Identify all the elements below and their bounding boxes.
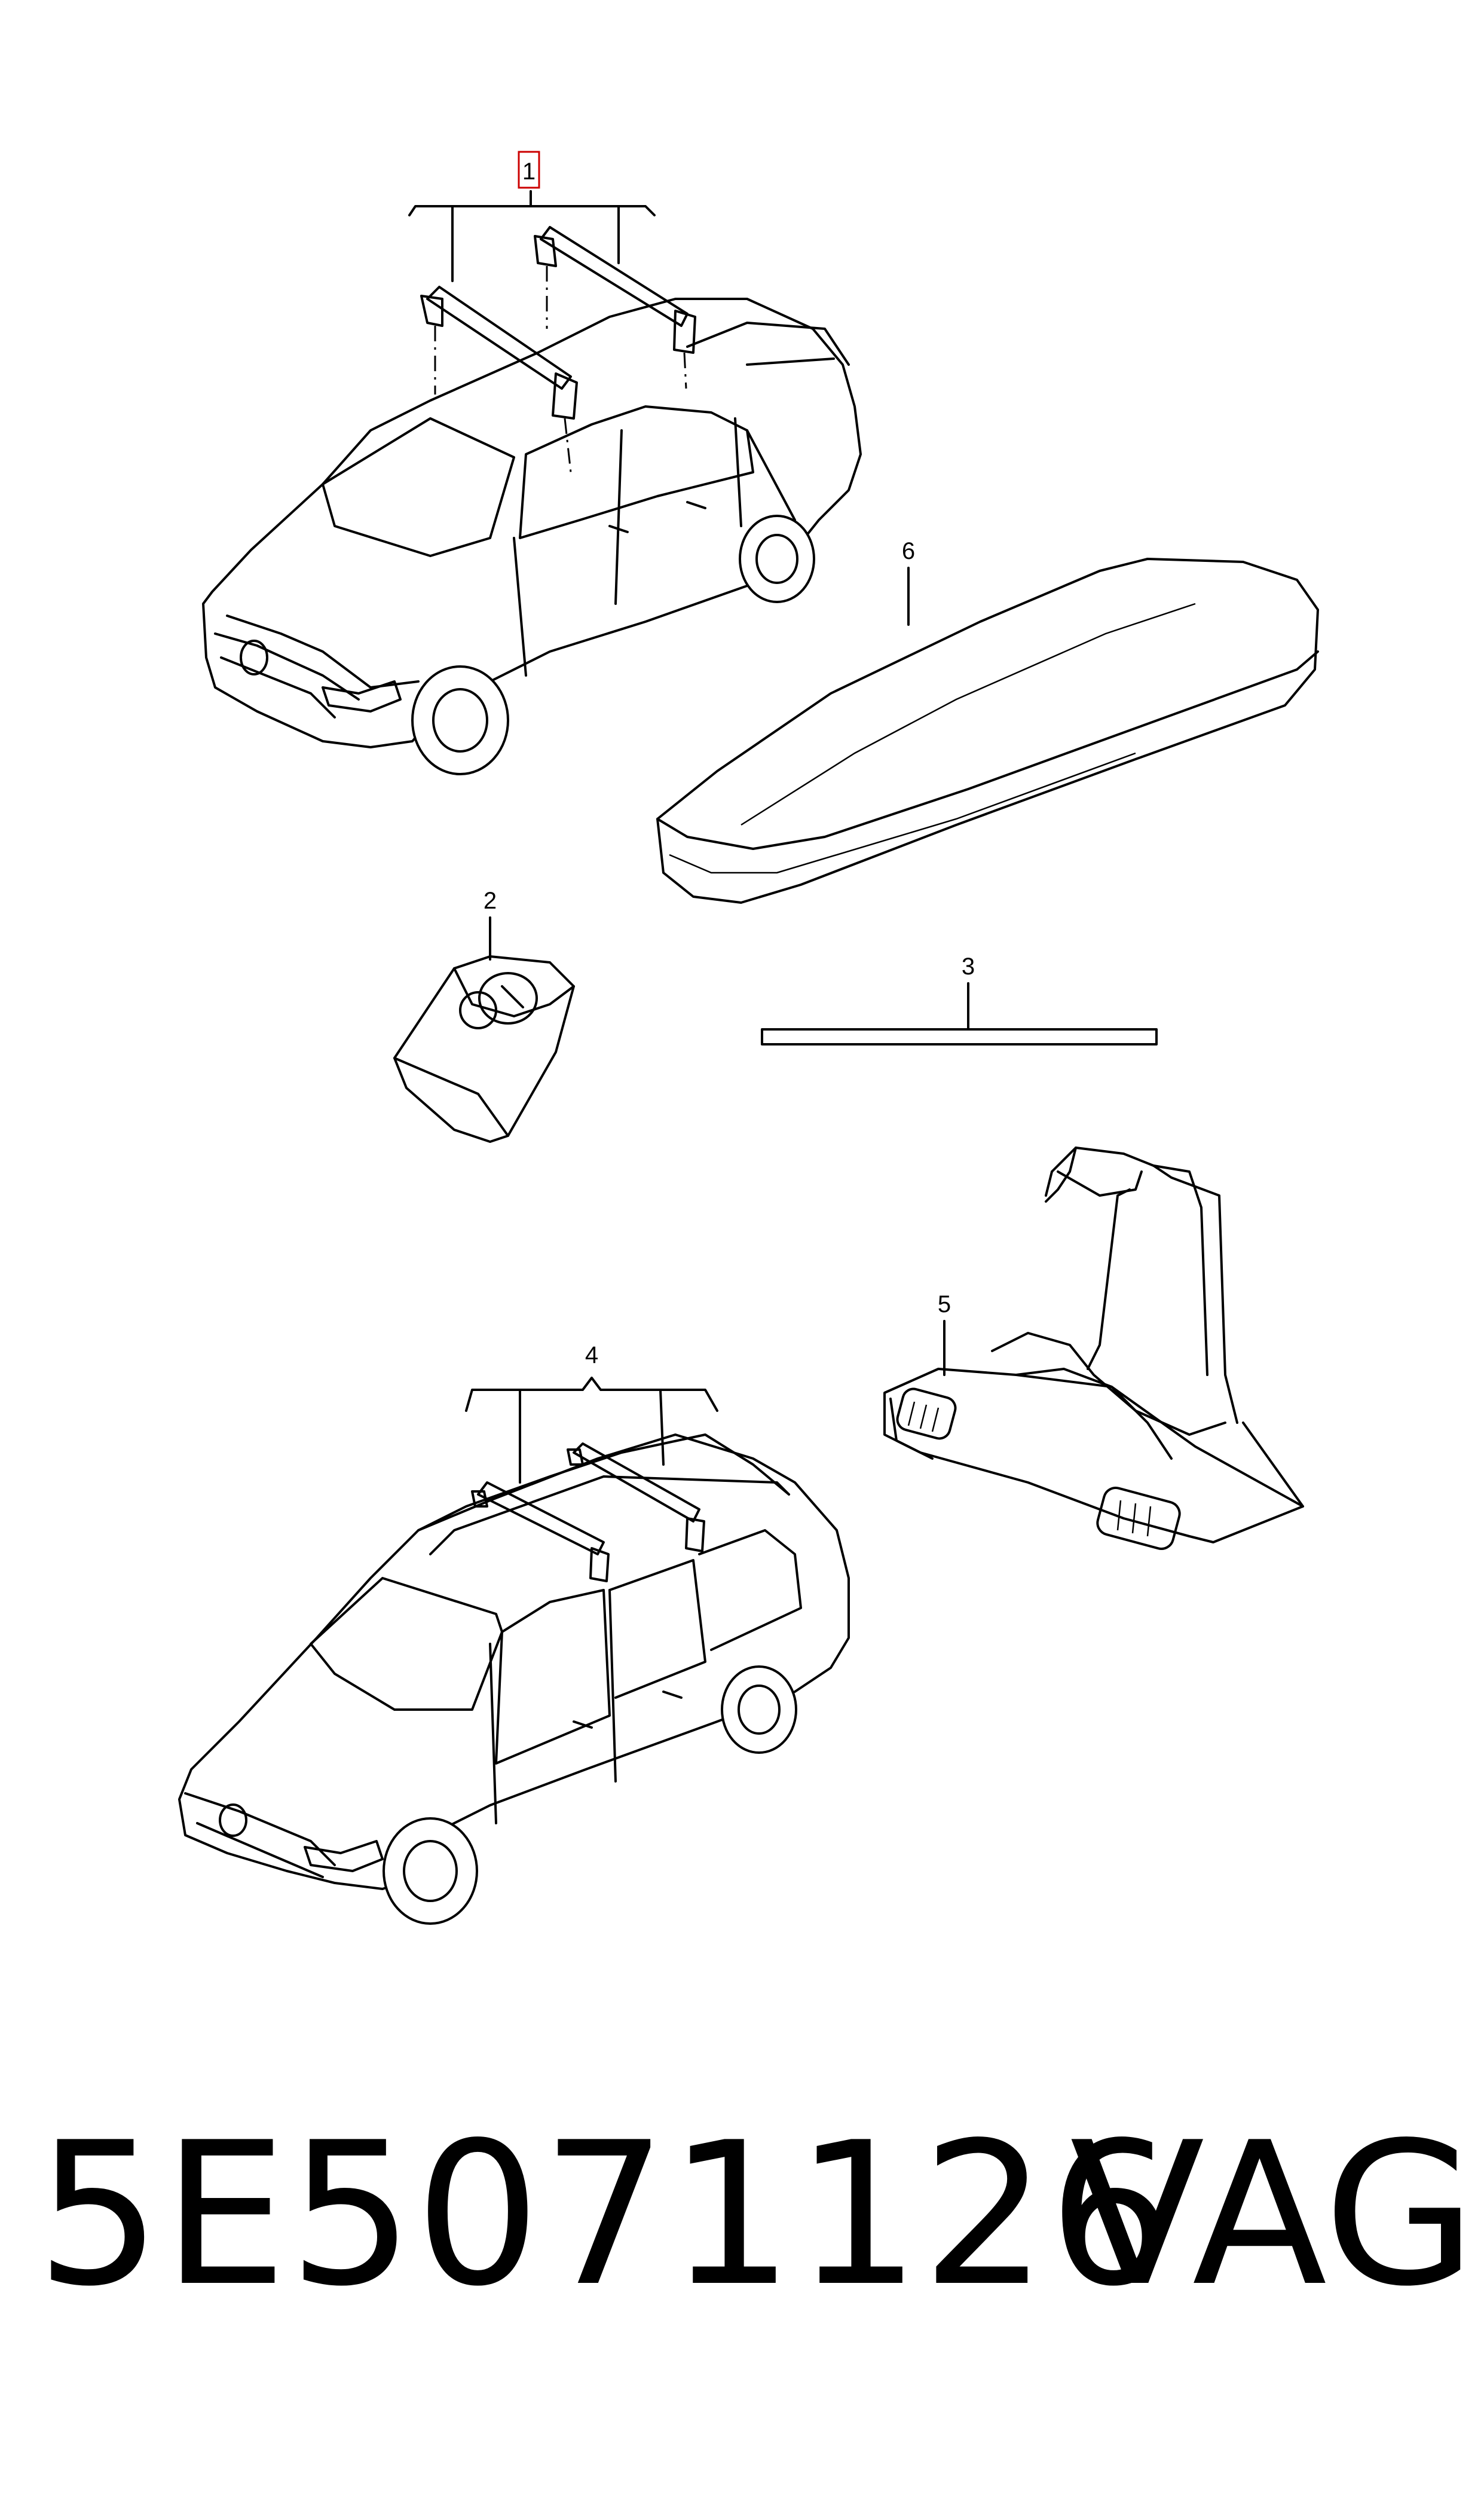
callout-1-highlight-box: [518, 151, 540, 189]
mount-line-4: [683, 352, 687, 389]
callout-6-label[interactable]: 6: [902, 538, 915, 564]
lock-housing-illustration: [393, 955, 575, 1143]
callout-4-bracket: [465, 1377, 718, 1412]
callout-3-label[interactable]: 3: [962, 953, 975, 980]
strip-illustration: [761, 1028, 1158, 1045]
parts-diagram: 1 6: [178, 151, 1319, 1925]
callout-1-bracket: [408, 190, 656, 216]
callout-1-label: 1: [522, 158, 536, 185]
callout-2-label[interactable]: 2: [484, 888, 497, 914]
estate-car-illustration: [178, 1433, 850, 1925]
brand-label: VAG: [1070, 2100, 1477, 2329]
roof-box-illustration: [656, 558, 1319, 904]
sedan-car-illustration: [202, 298, 862, 775]
mount-line-2: [564, 418, 572, 473]
roof-bar-front: [420, 286, 578, 420]
callout-5-label[interactable]: 5: [938, 1291, 951, 1317]
callout-4-leader-right: [659, 1389, 665, 1466]
callout-1[interactable]: 1: [518, 151, 540, 189]
bike-carrier-illustration: [883, 1147, 1304, 1550]
part-number: 5E5071126: [36, 2100, 1176, 2329]
callout-4-label[interactable]: 4: [585, 1342, 598, 1368]
roof-bar-rear: [534, 226, 696, 354]
